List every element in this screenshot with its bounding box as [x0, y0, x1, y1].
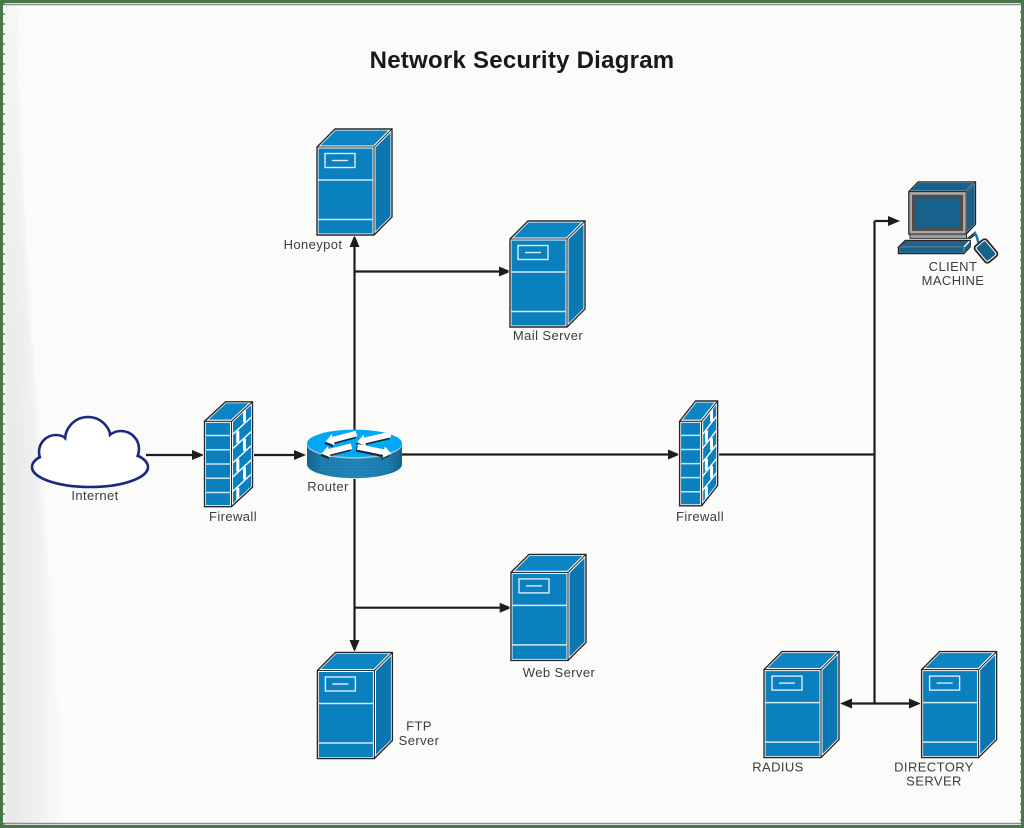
svg-text:Router: Router	[307, 479, 349, 494]
svg-text:Firewall: Firewall	[209, 509, 257, 524]
svg-text:MACHINE: MACHINE	[922, 273, 985, 288]
svg-text:FTP: FTP	[406, 719, 432, 734]
svg-text:SERVER: SERVER	[906, 774, 962, 789]
svg-text:Server: Server	[399, 733, 440, 748]
svg-text:DIRECTORY: DIRECTORY	[894, 760, 974, 775]
svg-text:Mail Server: Mail Server	[513, 328, 583, 343]
svg-text:Network Security Diagram: Network Security Diagram	[370, 47, 675, 74]
svg-text:Web Server: Web Server	[523, 665, 596, 680]
svg-text:CLIENT: CLIENT	[929, 259, 978, 274]
svg-text:Firewall: Firewall	[676, 509, 724, 524]
svg-text:Internet: Internet	[71, 488, 118, 503]
svg-text:Honeypot: Honeypot	[284, 237, 343, 252]
svg-text:RADIUS: RADIUS	[752, 760, 804, 775]
